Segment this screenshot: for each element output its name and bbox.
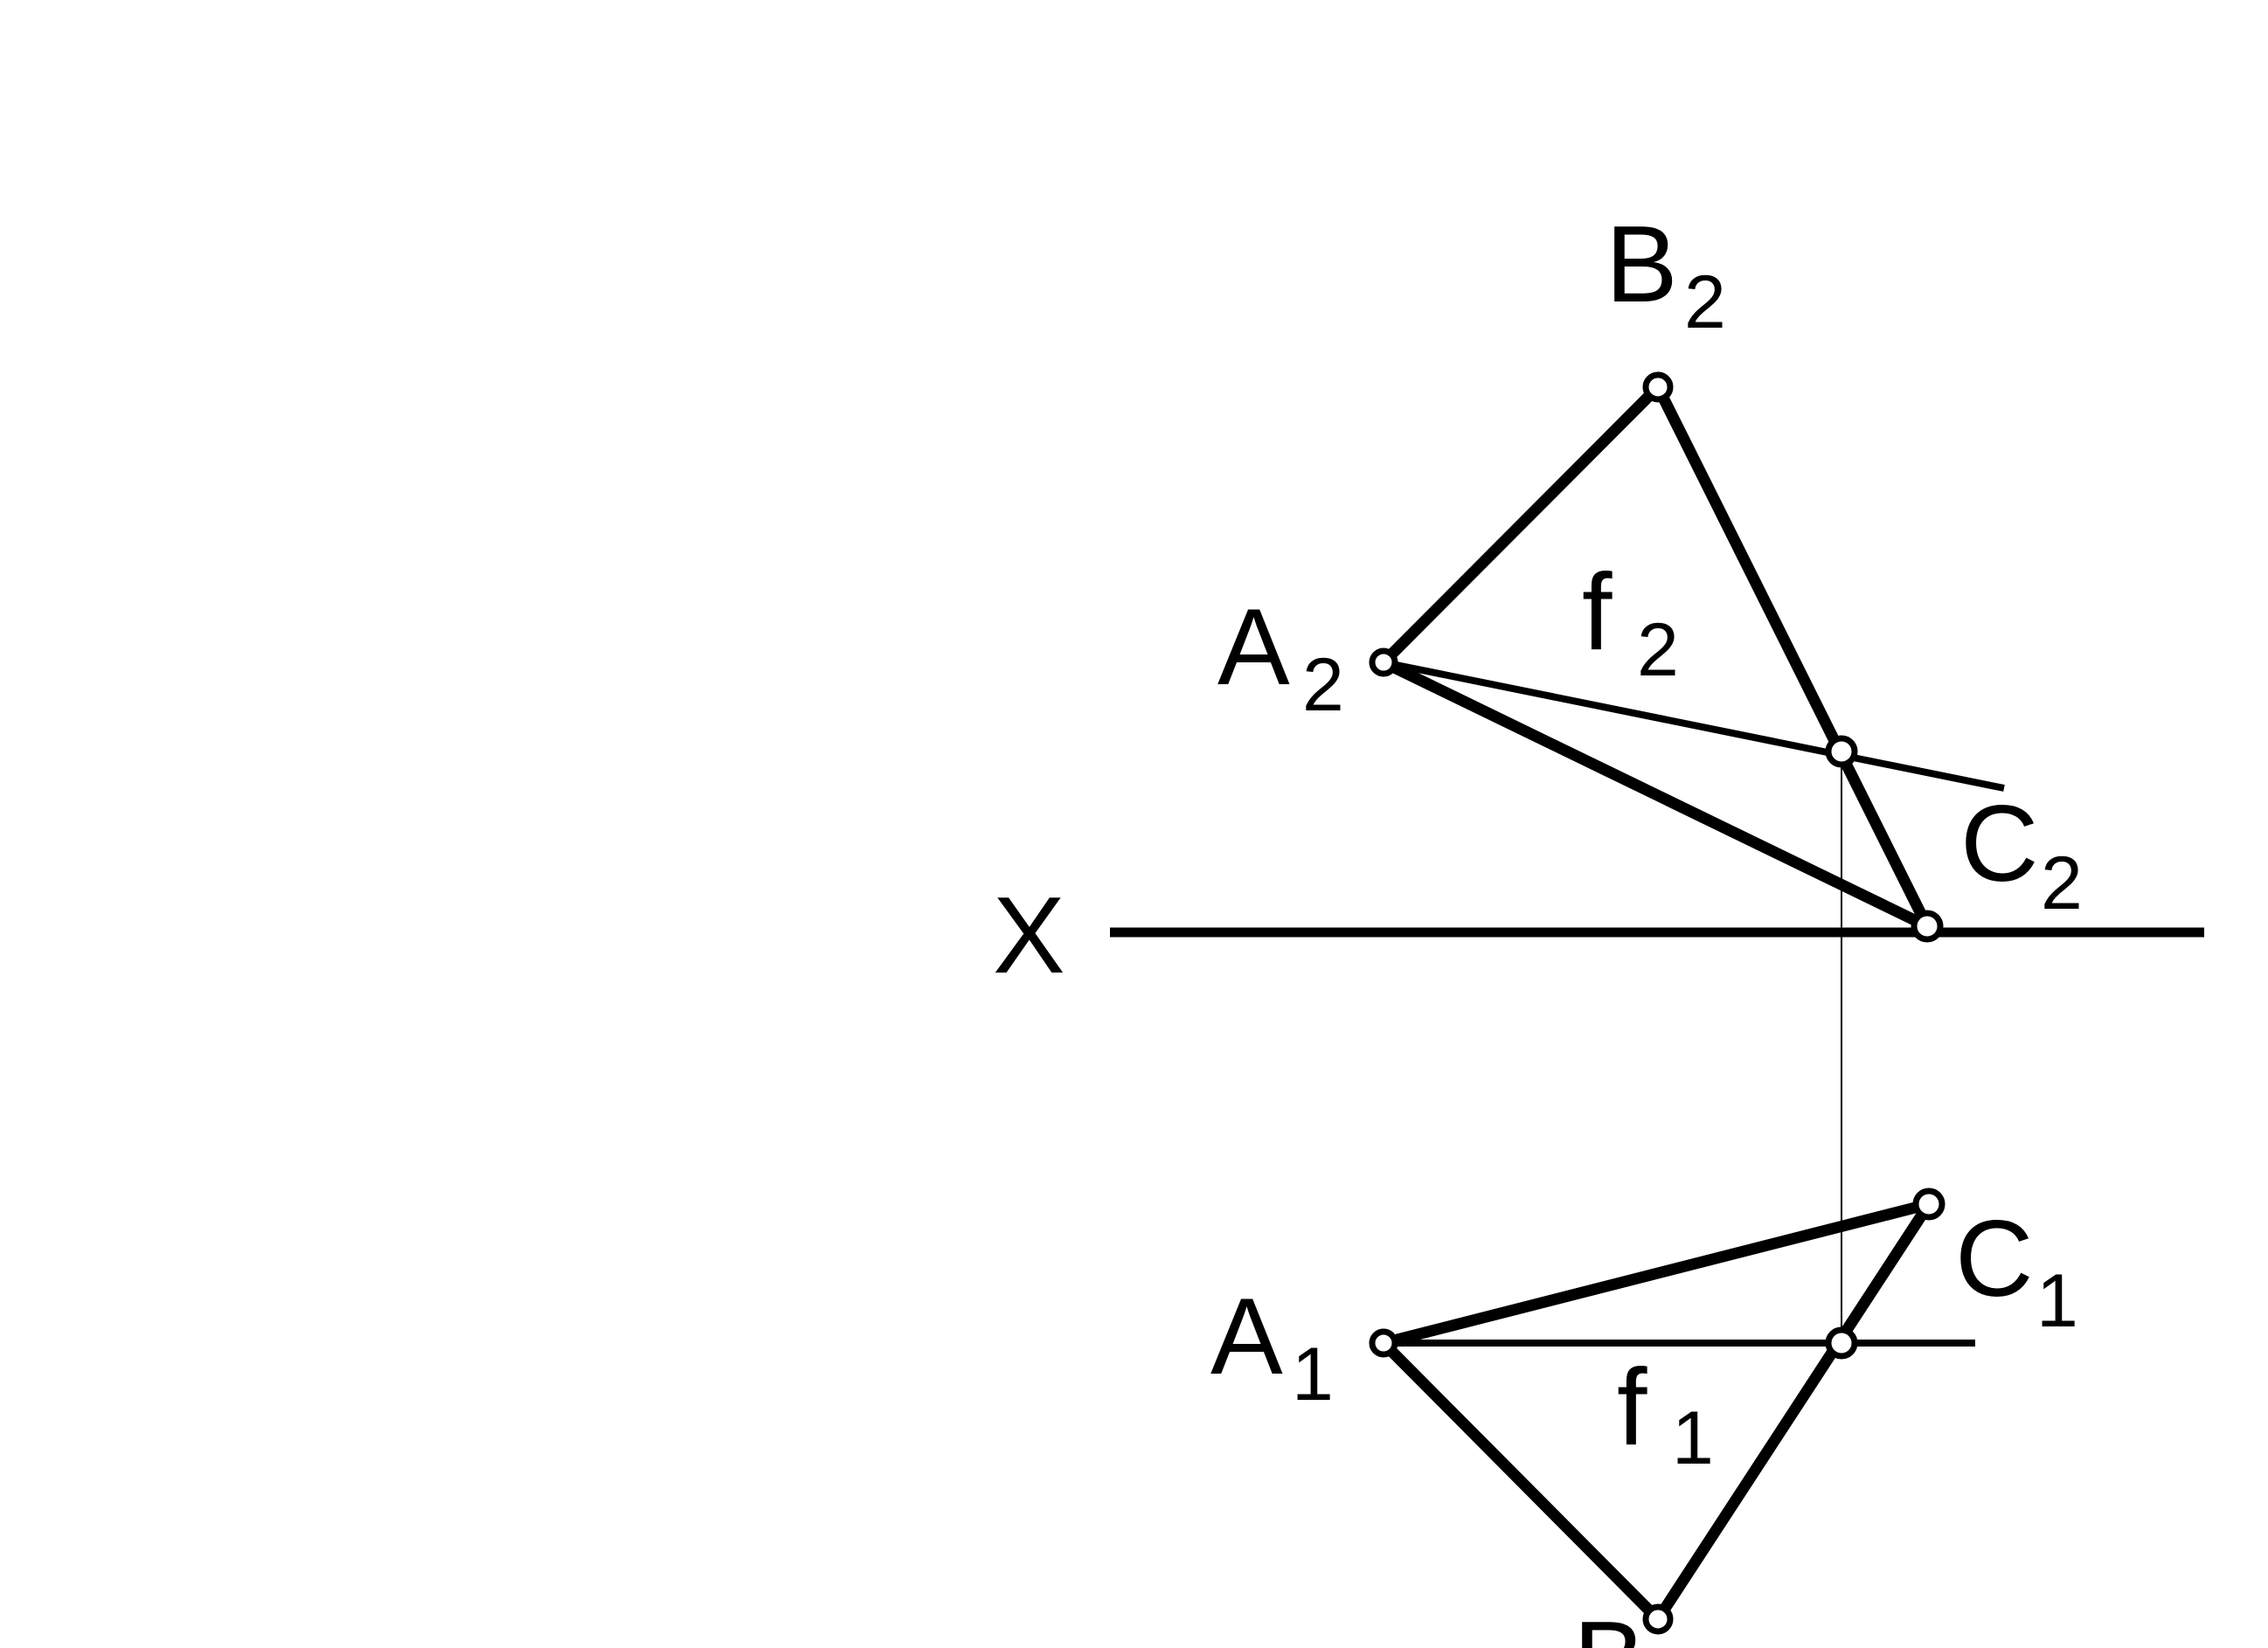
label-c1-subscript: 1: [2036, 1259, 2078, 1343]
label-b2-letter: B: [1606, 204, 1678, 325]
label-f1-letter: f: [1617, 1347, 1647, 1468]
label-b1-letter: B: [1573, 1600, 1646, 1648]
point-b2: [1642, 371, 1674, 403]
edge-b1-c1: [1653, 1201, 1934, 1623]
label-c1-letter: C: [1955, 1199, 2034, 1319]
point-markers: [1369, 371, 1945, 1635]
point-f1-intersection: [1825, 1326, 1858, 1360]
label-a1-subscript: 1: [1292, 1333, 1334, 1416]
edge-a2-c2: [1381, 657, 1930, 931]
label-c2-letter: C: [1960, 784, 2039, 904]
edge-a1-b1: [1379, 1339, 1662, 1624]
point-a2: [1369, 647, 1398, 677]
edge-b2-c2: [1653, 384, 1932, 929]
point-a1: [1369, 1328, 1398, 1358]
label-f1-subscript: 1: [1672, 1396, 1714, 1480]
label-b2-subscript: 2: [1684, 260, 1726, 344]
point-c2: [1911, 910, 1944, 943]
edge-a2-b2: [1379, 383, 1662, 667]
label-f2-subscript: 2: [1637, 608, 1679, 692]
point-f2-intersection: [1825, 735, 1858, 768]
label-a2-subscript: 2: [1302, 643, 1344, 727]
axis-label: X: [993, 876, 1065, 996]
label-a2-letter: A: [1217, 587, 1290, 708]
label-f2-letter: f: [1582, 552, 1613, 673]
frontal-line-f2: [1383, 659, 2005, 792]
label-a1-letter: A: [1210, 1277, 1283, 1397]
point-b1: [1642, 1603, 1674, 1635]
edge-a1-c1: [1382, 1198, 1931, 1349]
label-c2-subscript: 2: [2041, 841, 2083, 925]
point-c1: [1912, 1188, 1945, 1221]
